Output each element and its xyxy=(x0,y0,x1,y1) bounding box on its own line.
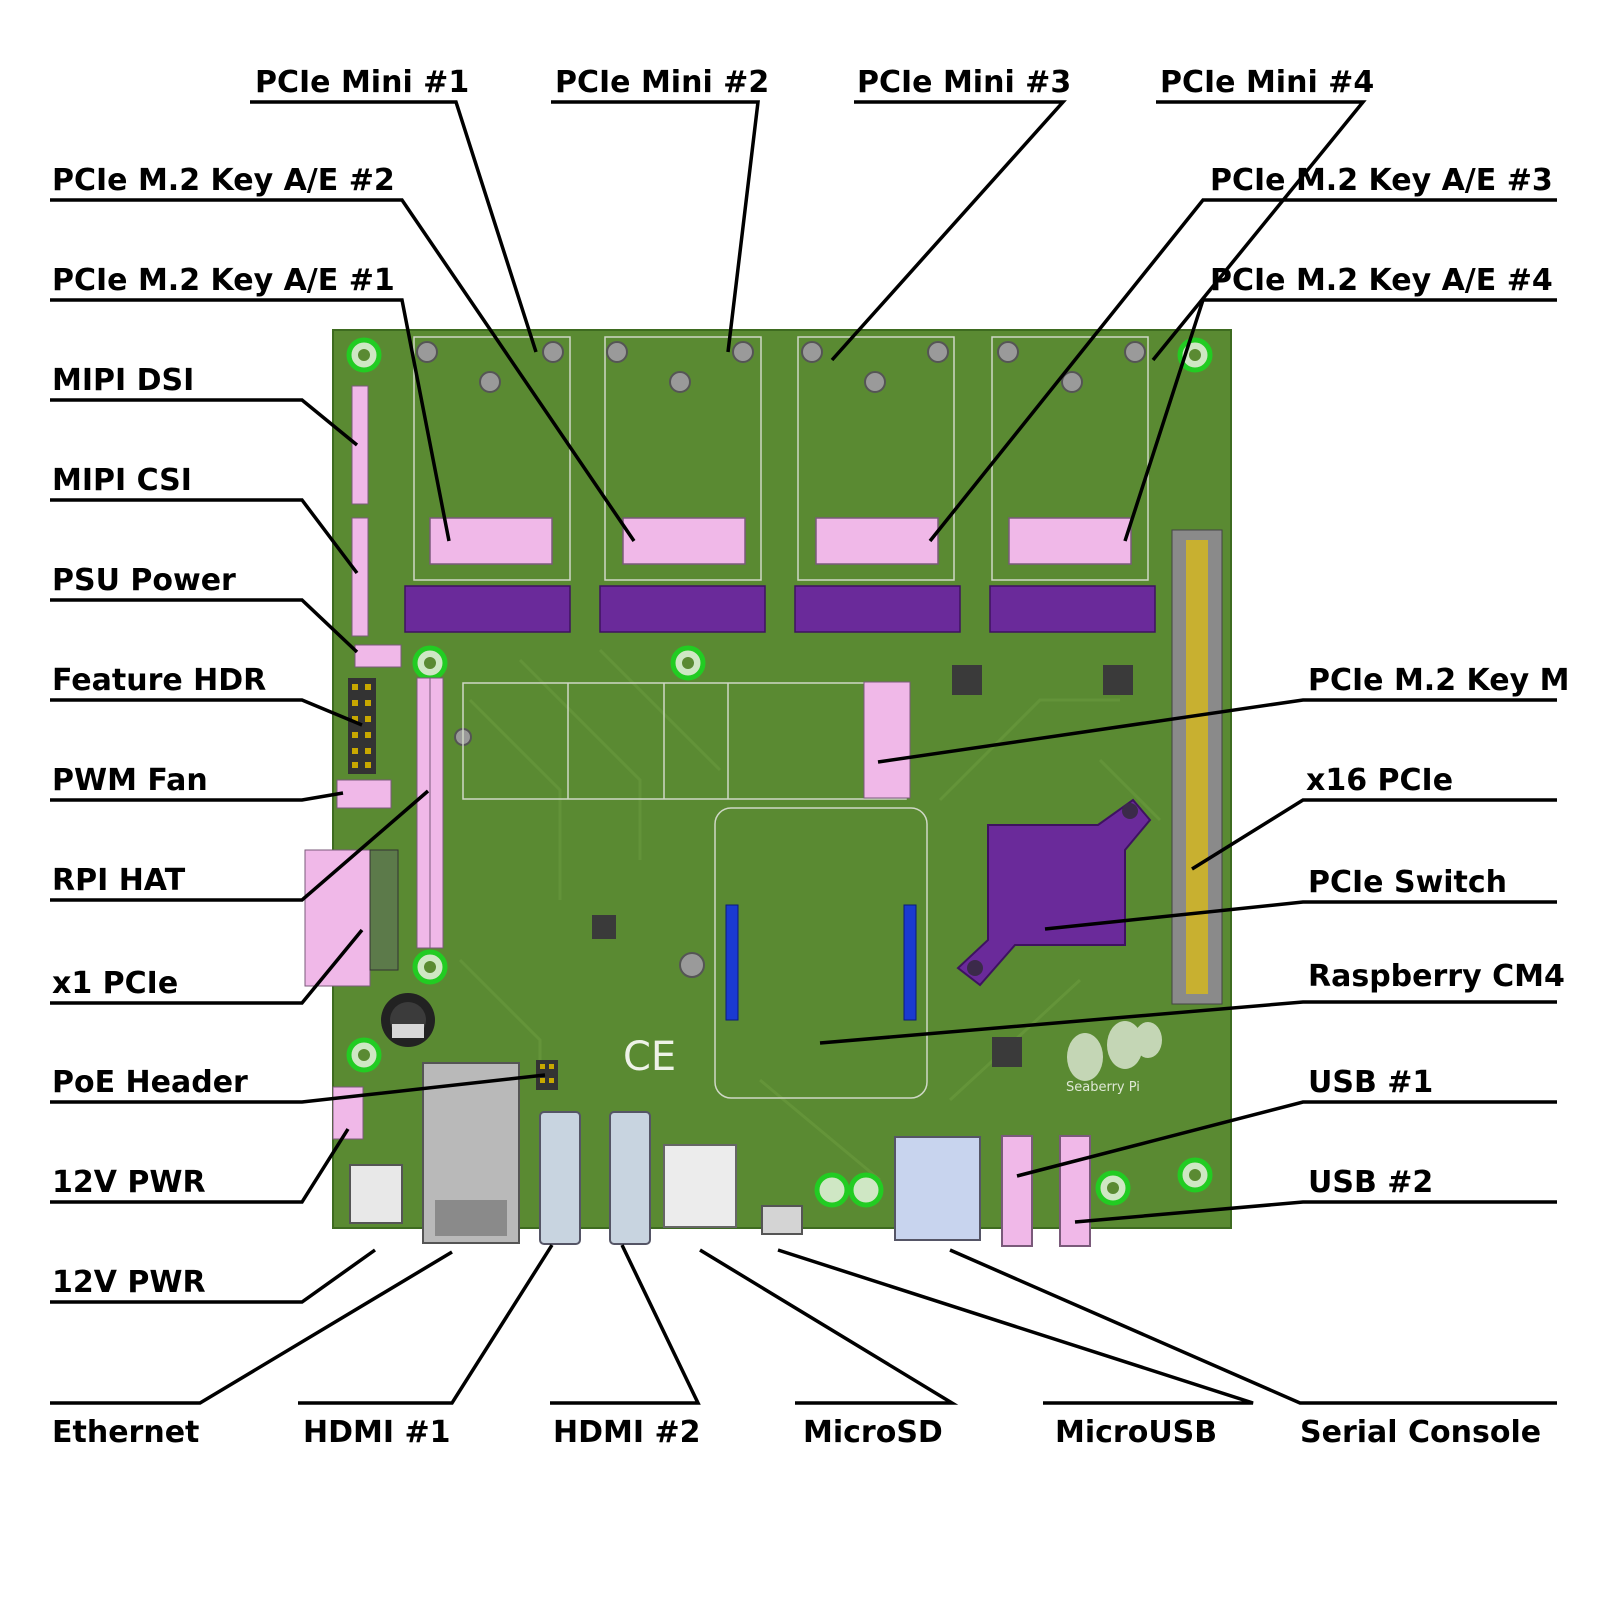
label-hdmi-1: HDMI #1 xyxy=(303,1415,450,1450)
label-pcie-mini-2: PCIe Mini #2 xyxy=(555,65,769,100)
mipi-csi-connector xyxy=(351,517,369,637)
label-m2-ae-1: PCIe M.2 Key A/E #1 xyxy=(52,263,395,298)
poe-header-pins xyxy=(536,1060,558,1090)
label-feature-hdr: Feature HDR xyxy=(52,663,266,698)
label-m2-key-m: PCIe M.2 Key M xyxy=(1308,663,1569,698)
label-microusb: MicroUSB xyxy=(1055,1415,1217,1450)
rpi-hat-header xyxy=(416,677,444,949)
label-raspberry-cm4: Raspberry CM4 xyxy=(1308,959,1565,994)
pwm-fan-connector xyxy=(336,779,392,809)
label-x1-pcie: x1 PCIe xyxy=(52,966,178,1001)
label-pcie-mini-1: PCIe Mini #1 xyxy=(255,65,469,100)
serial-console-port xyxy=(894,1136,981,1241)
x16-pcie-slot xyxy=(1171,529,1223,1005)
12v-barrel-jack xyxy=(349,1164,403,1224)
label-m2-ae-4: PCIe M.2 Key A/E #4 xyxy=(1210,263,1553,298)
label-psu-power: PSU Power xyxy=(52,563,236,598)
mini-pcie-slots xyxy=(404,585,1156,633)
label-usb-2: USB #2 xyxy=(1308,1165,1433,1200)
microusb-port xyxy=(761,1205,803,1235)
capacitor xyxy=(381,993,435,1047)
leader-lines xyxy=(50,100,1557,1405)
label-microsd: MicroSD xyxy=(803,1415,943,1450)
label-pwm-fan: PWM Fan xyxy=(52,763,208,798)
psu-power-connector xyxy=(354,644,402,668)
mipi-dsi-connector xyxy=(351,385,369,505)
x1-pcie-slot xyxy=(304,849,399,987)
label-pcie-switch: PCIe Switch xyxy=(1308,865,1507,900)
label-mipi-csi: MIPI CSI xyxy=(52,463,192,498)
components: CE Seaberry Pi xyxy=(304,385,1223,1247)
feature-header xyxy=(348,678,376,774)
cm4-connectors xyxy=(725,904,917,1021)
label-12v-pwr-a: 12V PWR xyxy=(52,1165,206,1200)
label-rpi-hat: RPI HAT xyxy=(52,863,186,898)
silkscreen-brand: Seaberry Pi xyxy=(1066,1080,1140,1095)
usb-ports xyxy=(1001,1135,1091,1247)
labels: PCIe Mini #1 PCIe Mini #2 PCIe Mini #3 P… xyxy=(52,65,1569,1450)
label-poe-header: PoE Header xyxy=(52,1065,248,1100)
microsd-slot xyxy=(663,1144,737,1228)
label-mipi-dsi: MIPI DSI xyxy=(52,363,194,398)
label-hdmi-2: HDMI #2 xyxy=(553,1415,700,1450)
label-12v-pwr-b: 12V PWR xyxy=(52,1265,206,1300)
pcie-switch-heatsink xyxy=(956,798,1152,987)
label-m2-ae-2: PCIe M.2 Key A/E #2 xyxy=(52,163,395,198)
hdmi-ports xyxy=(539,1111,651,1245)
label-m2-ae-3: PCIe M.2 Key A/E #3 xyxy=(1210,163,1553,198)
label-x16-pcie: x16 PCIe xyxy=(1306,763,1453,798)
label-ethernet: Ethernet xyxy=(52,1415,199,1450)
ethernet-jack xyxy=(422,1062,520,1244)
seaberry-logo xyxy=(1067,1021,1162,1081)
label-serial-console: Serial Console xyxy=(1300,1415,1541,1450)
m2-ae-connectors xyxy=(429,517,1132,565)
label-pcie-mini-4: PCIe Mini #4 xyxy=(1160,65,1374,100)
label-usb-1: USB #1 xyxy=(1308,1065,1433,1100)
ce-mark: CE xyxy=(623,1034,676,1080)
m2-key-m-connector xyxy=(863,681,911,799)
label-pcie-mini-3: PCIe Mini #3 xyxy=(857,65,1071,100)
